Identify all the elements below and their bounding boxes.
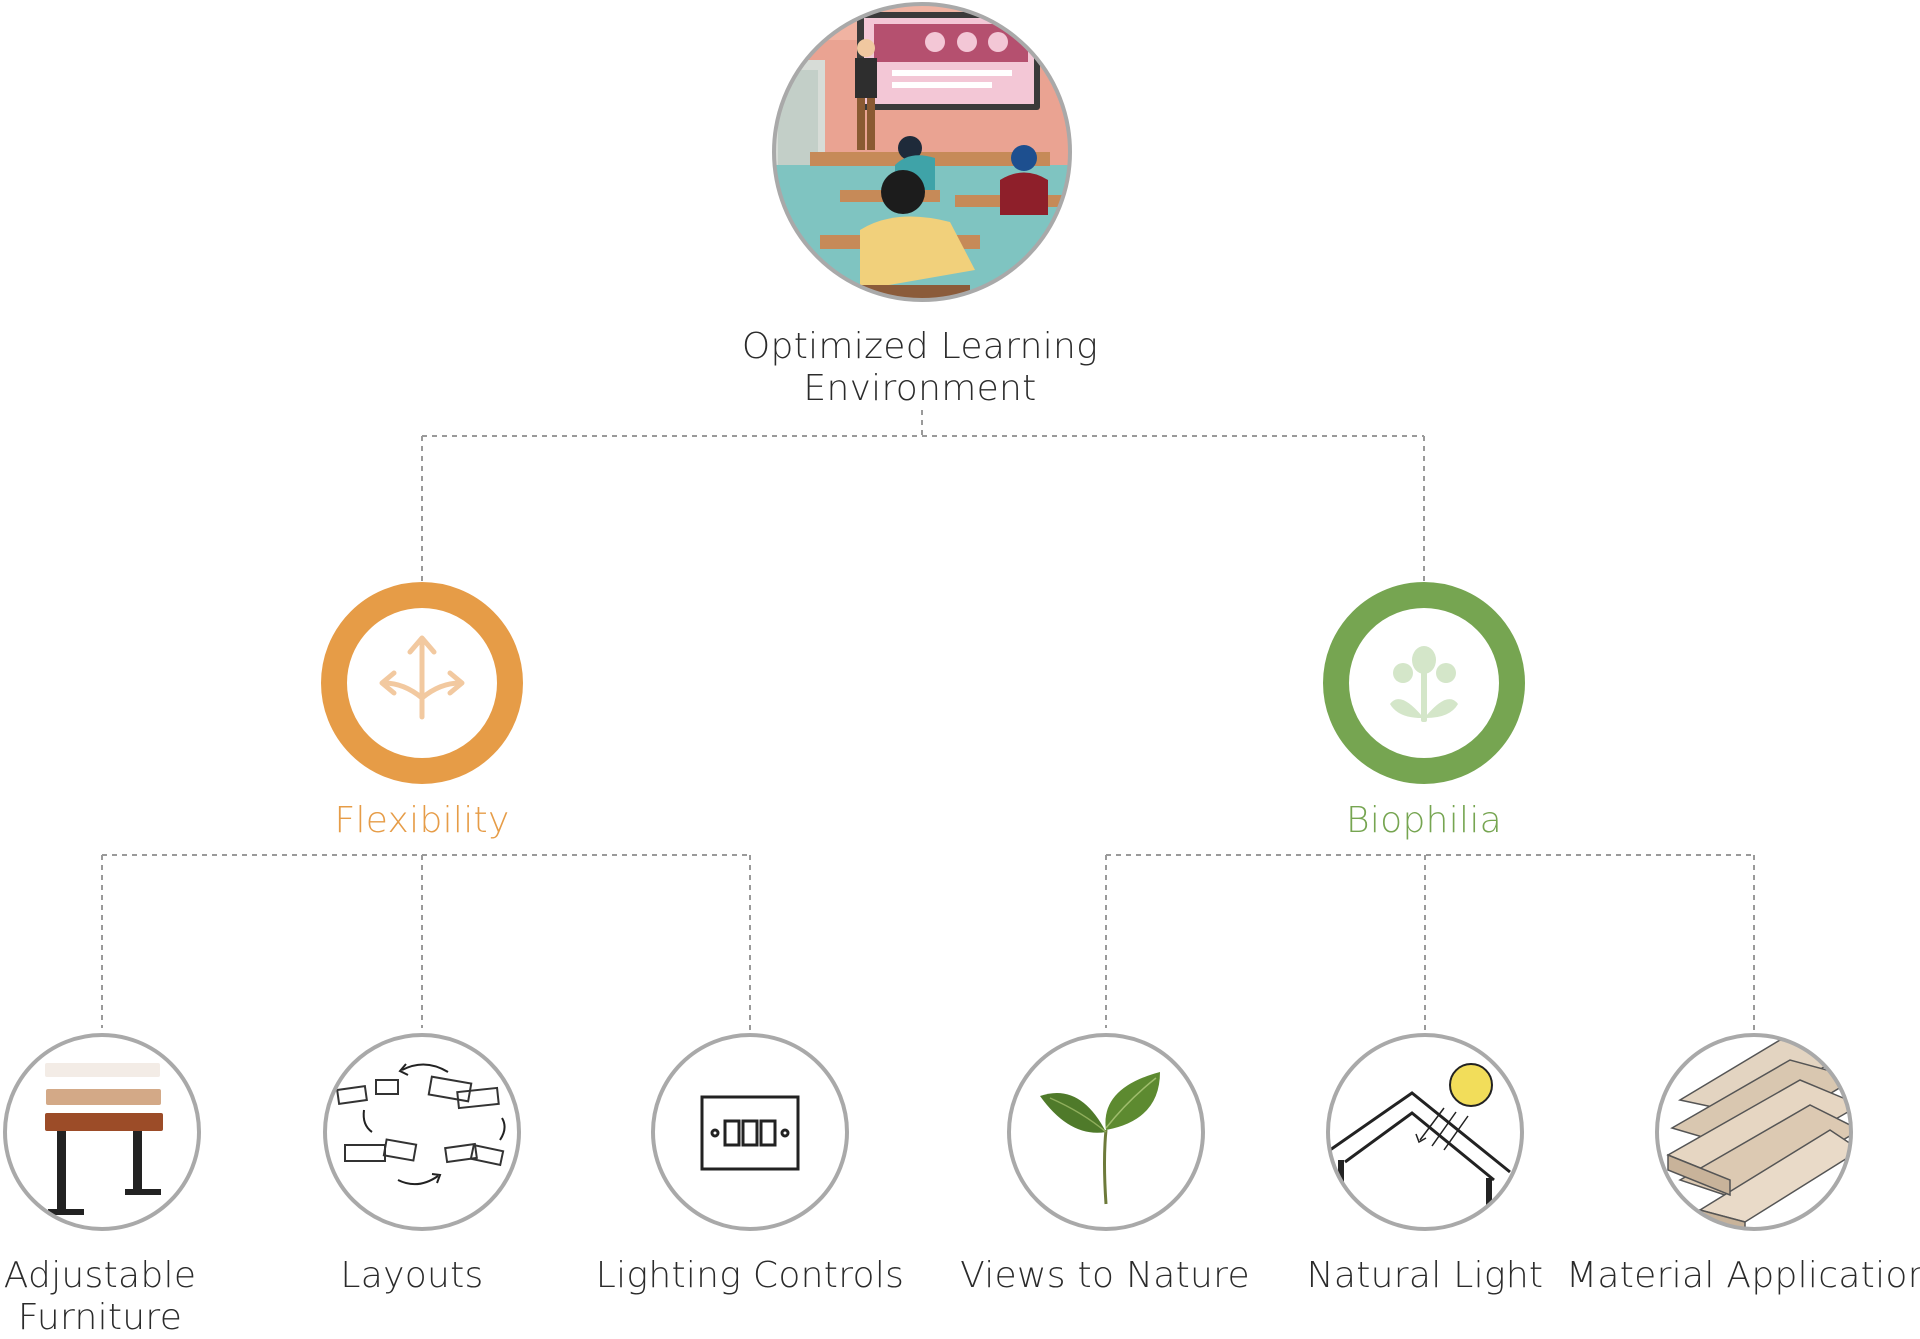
leaf-circle-border — [1007, 1033, 1205, 1231]
connector-root-to-categories — [421, 410, 1425, 585]
leaf-label-views-to-nature: Views to Nature — [960, 1255, 1250, 1296]
connector-biophilia-to-leaves — [1105, 854, 1755, 1030]
leaf-label-line2: Furniture — [17, 1297, 183, 1338]
leaf-sprout-icon — [1040, 1072, 1160, 1205]
sun-window-icon — [1329, 1063, 1511, 1229]
leaf-circle-border — [651, 1033, 849, 1231]
leaf-lighting-controls — [651, 1033, 849, 1231]
category-flexibility — [321, 582, 523, 784]
leaf-label-adjustable-furniture: Adjustable Furniture — [0, 1255, 280, 1339]
leaf-layouts — [323, 1033, 521, 1231]
connectors — [101, 410, 1755, 1030]
leaf-natural-light — [1326, 1033, 1524, 1231]
leaf-label-layouts: Layouts — [340, 1255, 484, 1296]
root-label-line1: Optimized Learning — [741, 326, 1099, 367]
light-switch-icon — [700, 1095, 800, 1171]
root-label: Optimized Learning Environment — [660, 326, 1180, 410]
leaf-material-application — [1655, 1033, 1853, 1231]
leaf-label-natural-light: Natural Light — [1306, 1255, 1544, 1296]
leaf-adjustable-furniture — [3, 1033, 201, 1231]
leaf-circle-border — [323, 1033, 521, 1231]
leaf-circle-border — [3, 1033, 201, 1231]
plant-icon — [1390, 646, 1458, 722]
root-circle-border — [772, 2, 1072, 302]
leaf-views-to-nature — [1007, 1033, 1205, 1231]
category-biophilia — [1323, 582, 1525, 784]
root-node — [772, 2, 1072, 302]
leaf-label-line1: Adjustable — [3, 1255, 197, 1296]
category-label-flexibility: Flexibility — [334, 800, 510, 841]
biophilia-ring — [1323, 582, 1525, 784]
table-layouts-icon — [336, 1063, 506, 1186]
classroom-illustration — [774, 4, 1070, 300]
leaf-label-lighting-controls: Lighting Controls — [595, 1255, 905, 1296]
flexibility-ring — [321, 582, 523, 784]
category-label-biophilia: Biophilia — [1345, 800, 1503, 841]
connector-flexibility-to-leaves — [101, 854, 751, 1030]
branching-arrows-icon — [379, 635, 465, 720]
root-label-line2: Environment — [803, 368, 1037, 409]
leaf-circle-border — [1326, 1033, 1524, 1231]
leaf-circle-border — [1655, 1033, 1853, 1231]
adjustable-desk-icon — [45, 1063, 163, 1215]
wood-planks-icon — [1666, 1039, 1851, 1229]
leaf-label-material-application: Material Application — [1566, 1255, 1920, 1296]
